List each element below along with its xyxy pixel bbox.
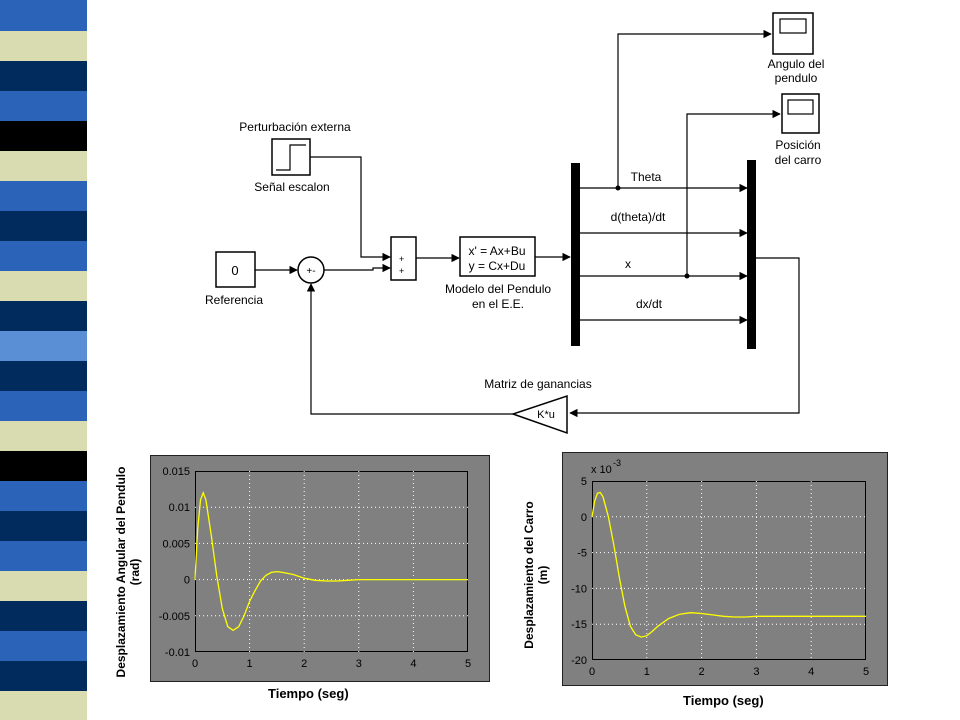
signal-dx: dx/dt [636,297,663,311]
scope2-label-line1: Posición [775,138,820,152]
chart2-xtick-label: 4 [808,666,814,678]
scope1-label-line2: pendulo [775,71,818,85]
cart-displacement-chart: x 10 -3 0 1 2 3 4 5 -20 -15 -10 -5 0 5 [562,452,888,686]
signal-x: x [625,257,631,271]
chart1-ytick-label: 0.01 [169,502,190,514]
chart2-series-line [591,491,866,638]
chart1-ytick-label: -0.01 [165,647,190,659]
simulink-diagram: 0 Referencia +- Perturbación externa Señ… [205,12,825,435]
chart1-series-line [194,490,468,632]
chart1-xtick-label: 5 [465,658,471,670]
chart1-xtick-label: 3 [356,658,362,670]
reference-label: Referencia [205,293,263,307]
signal-dtheta: d(theta)/dt [611,210,666,224]
model-label-line2: en el E.E. [472,297,524,311]
mux-sign-2: + [399,266,404,276]
scope-position-block[interactable] [781,93,820,134]
chart2-xtick-label: 2 [699,666,705,678]
chart1-ytick-label: 0.005 [162,538,190,550]
chart2-ylabel-line2: (m) [536,565,550,585]
disturbance-sum-block[interactable]: + + [390,236,417,281]
chart2-ytick-label: -20 [571,655,587,667]
chart1-ytick-label: 0 [184,575,190,587]
model-equation-2: y = Cx+Du [469,259,526,273]
chart2-xtick-label: 5 [863,666,869,678]
chart2-xtick-label: 3 [753,666,759,678]
chart2-ytick-label: -10 [571,583,587,595]
model-equation-1: x' = Ax+Bu [469,244,526,258]
chart1-ylabel-line2: (rad) [128,558,142,586]
chart1-ytick-label: -0.005 [159,611,190,623]
chart1-xtick-label: 1 [247,658,253,670]
chart1-ylabel: Desplazamiento Angular del Pendulo (rad) [114,447,142,697]
chart2-ytick-label: 0 [581,512,587,524]
chart1-xlabel: Tiempo (seg) [268,686,349,701]
state-space-block[interactable]: x' = Ax+Bu y = Cx+Du [459,236,536,277]
chart2-ytick-label: 5 [581,476,587,488]
chart2-axes [592,481,866,660]
signal-theta: Theta [631,170,662,184]
scope1-label-line1: Angulo del [768,57,825,71]
chart1-xtick-label: 2 [301,658,307,670]
mux-sign-1: + [399,254,404,264]
demux-bar[interactable] [571,163,580,346]
reference-block[interactable]: 0 [215,251,256,288]
step-label: Señal escalon [254,180,329,194]
chart2-scale-label: x 10 [591,464,612,476]
scope2-label-line2: del carro [775,153,822,167]
chart2-ytick-label: -15 [571,619,587,631]
chart1-ylabel-line1: Desplazamiento Angular del Pendulo [114,466,128,678]
step-signal-block[interactable] [271,138,311,176]
sum-signs: +- [306,266,315,277]
disturbance-title: Perturbación externa [239,120,351,134]
chart1-xtick-label: 4 [410,658,416,670]
sum-block[interactable]: +- [297,256,325,284]
chart2-xlabel: Tiempo (seg) [683,693,764,708]
gain-block[interactable]: K*u [510,394,568,435]
pendulum-angle-chart: 0 1 2 3 4 5 -0.01 -0.005 0 0.005 0.01 0.015 [150,455,490,682]
chart2-xtick-label: 0 [589,666,595,678]
stripe-edge [87,0,108,720]
chart1-ytick-label: 0.015 [162,466,190,478]
chart2-xtick-label: 1 [644,666,650,678]
chart1-xtick-label: 0 [192,658,198,670]
chart2-ylabel-line1: Desplazamiento del Carro [522,501,536,649]
chart2-ytick-label: -5 [577,548,587,560]
chart2-svg: x 10 -3 0 1 2 3 4 5 -20 -15 -10 -5 0 5 [571,458,869,678]
gain-label: Matriz de ganancias [484,377,591,391]
chart2-scale-exponent: -3 [613,458,621,468]
decorative-stripe [0,0,108,720]
chart1-svg: 0 1 2 3 4 5 -0.01 -0.005 0 0.005 0.01 0.015 [159,466,471,670]
scope-angle-block[interactable] [772,12,814,55]
mux-bar[interactable] [747,160,756,349]
chart2-ylabel: Desplazamiento del Carro (m) [522,460,550,690]
reference-value: 0 [231,263,238,278]
gain-value: K*u [537,409,555,421]
model-label-line1: Modelo del Pendulo [445,282,551,296]
